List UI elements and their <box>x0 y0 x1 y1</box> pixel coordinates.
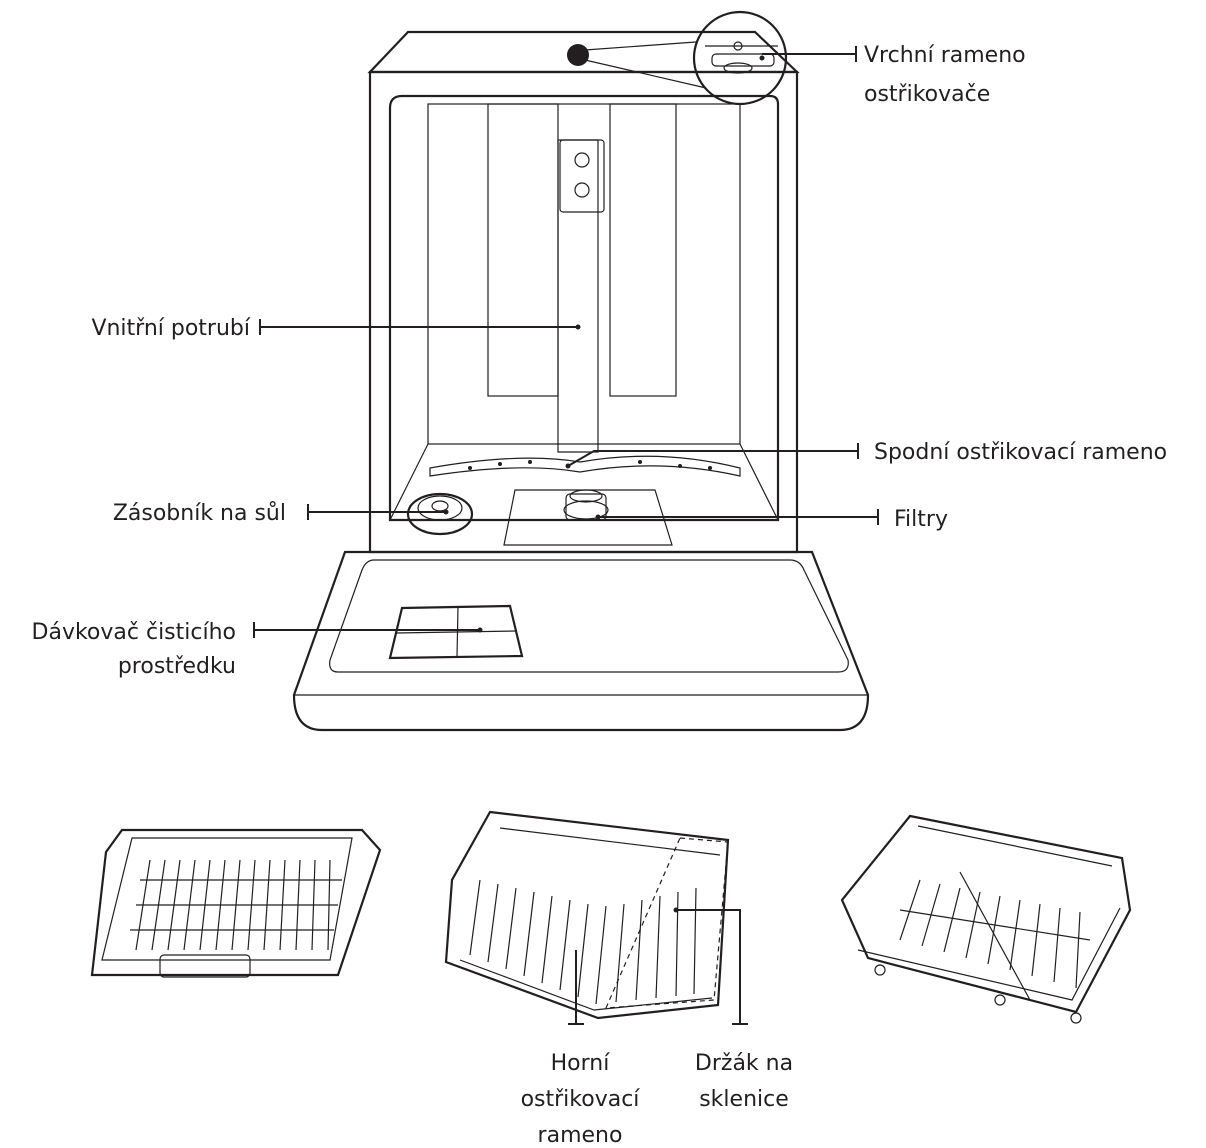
dishwasher-door <box>294 552 868 730</box>
inner-pipe-label: Vnitřní potrubí <box>91 316 250 341</box>
lower-basket <box>842 816 1130 1023</box>
upper-basket <box>446 812 728 1018</box>
lower-spray-arm <box>430 456 740 476</box>
salt-container <box>408 494 472 534</box>
detergent-dispenser-label-line2: prostředku <box>118 654 236 679</box>
leader-lines <box>254 46 878 638</box>
upper-spray-arm-label-line1: Vrchní rameno <box>864 43 1026 68</box>
lower-spray-arm-label: Spodní ostřikovací rameno <box>874 440 1167 465</box>
upper-spray-arm-label-line2: ostřikovače <box>864 82 990 107</box>
filters-label: Filtry <box>894 507 948 532</box>
salt-container-label: Zásobník na sůl <box>113 501 286 526</box>
detergent-dispenser-label-line1: Dávkovač čisticího <box>32 620 236 645</box>
glass-holder-label-line2: sklenice <box>699 1087 789 1112</box>
upper-rack-spray-arm-label-line1: Horní <box>551 1051 611 1076</box>
upper-spray-arm-hub <box>567 44 589 66</box>
inner-pipe <box>558 140 604 452</box>
glass-holder-label-line1: Držák na <box>695 1051 793 1076</box>
cutlery-tray <box>92 830 380 977</box>
upper-rack-spray-arm-label-line2: ostřikovací <box>521 1087 641 1112</box>
detergent-dispenser <box>390 606 522 658</box>
upper-rack-spray-arm-label-line3: rameno <box>538 1123 623 1148</box>
upper-spray-arm-magnifier <box>585 12 786 104</box>
